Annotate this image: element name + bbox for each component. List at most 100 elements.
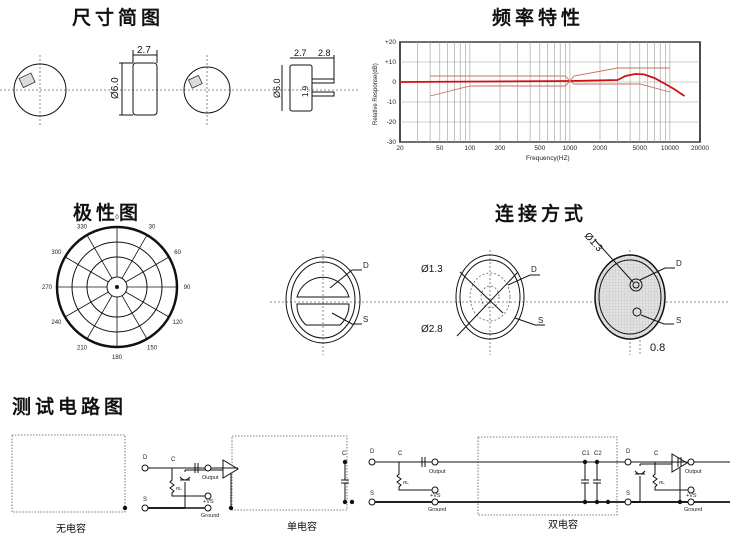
diameter-label: Ø6.0 [110,77,121,99]
polar-angle-label: 90 [184,285,191,291]
load-resistor [396,462,432,491]
polar-angle-label: 210 [77,346,88,352]
y-tick-label: -20 [387,119,397,126]
output-terminal[interactable] [431,458,439,466]
diameter-label-pin: Ø6.0 [272,78,282,98]
polar-angle-label: 150 [147,346,158,352]
d-label: D [531,265,537,274]
output-terminal[interactable] [204,464,212,472]
polar-angle-label: 330 [77,224,88,230]
polar-angle-label: 30 [149,224,156,230]
vs-terminal[interactable] [204,492,212,500]
polar-angle-label: 270 [42,285,53,291]
polar-angle-label: 60 [174,250,181,256]
thickness-label-pin: 2.7 [294,48,307,58]
s-label: S [143,497,147,503]
polar-spoke [64,291,109,318]
s-terminal[interactable] [141,504,149,512]
series-upper-limit [430,67,670,82]
polar-angle-label: 300 [51,250,62,256]
load-resistor [169,468,205,497]
polar-spoke [121,295,148,340]
rl-label: RL [176,486,182,491]
x-tick-label: 1000 [563,145,578,152]
ground-terminal[interactable] [687,498,695,506]
rl-label: RL [659,480,665,485]
frequency-title: 频率特性 [492,6,584,29]
polar-spoke [125,291,170,318]
fet-amplifier-icon [222,459,239,479]
x-tick-label: 20 [396,145,404,152]
mic-capsule-boundary [477,436,618,516]
x-tick-label: 2000 [593,145,608,152]
d-terminal[interactable] [624,458,632,466]
output-label: Output [202,475,219,481]
caption-no-capacitor: 无电容 [56,522,86,535]
capacitor-label: C [342,451,347,457]
dimension-drawings: Ø6.0 2.7 Ø6.0 2.7 2.8 1.9 [0,45,360,125]
x-tick-label: 200 [495,145,506,152]
pad-layout-pin [594,254,666,340]
vs-terminal[interactable] [687,486,695,494]
junction-dot [349,499,355,505]
load-resistor [652,462,688,491]
vs-label: +VS [686,493,697,499]
s-label: S [538,316,543,325]
s-terminal[interactable] [624,498,632,506]
microphone-element-icon [634,470,646,475]
d-terminal[interactable] [368,458,376,466]
polar-center [115,285,119,289]
s-pad [296,303,350,326]
pin-diameter-label: Ø1.3 [582,231,605,255]
polar-angle-label: 120 [173,320,184,326]
x-tick-label: 10000 [661,145,679,152]
y-axis-label: Relative Response(dB) [373,63,379,125]
d-pad [296,276,350,298]
pin-length-label: 2.8 [318,48,331,58]
dimensions-title: 尺寸简图 [72,6,164,29]
pad-layout-split [285,256,361,344]
s-terminal[interactable] [368,498,376,506]
x-tick-label: 20000 [691,145,709,152]
y-tick-label: 0 [392,79,396,86]
pin-offset-label: 0.8 [650,342,665,354]
polar-angle-label: 0 [115,215,119,221]
d-label: D [676,259,682,268]
output-terminal[interactable] [687,458,695,466]
capacitor-label: C2 [594,451,602,457]
thickness-label: 2.7 [137,45,151,56]
d-label: D [626,449,631,455]
x-tick-label: 50 [436,145,444,152]
polar-spoke [86,234,113,279]
polar-angle-label: 240 [51,320,62,326]
vs-label: +VS [203,499,214,505]
x-axis-label: Frequency(HZ) [526,155,570,162]
capacitor-label: C1 [582,451,590,457]
series-lower-limit [429,80,671,97]
ground-terminal[interactable] [431,498,439,506]
c-label: C [654,451,659,457]
d-label: D [143,455,148,461]
d-pin [629,278,643,292]
junction-dot [605,499,611,505]
y-tick-label: -30 [387,139,397,146]
d-label: D [370,449,375,455]
ground-terminal[interactable] [204,504,212,512]
vs-label: +VS [430,493,441,499]
connection-title: 连接方式 [495,202,587,225]
mic-side-view [132,62,158,116]
diameter-1-3-label: Ø1.3 [421,264,443,275]
vs-terminal[interactable] [431,486,439,494]
diameter-2-8-label: Ø2.8 [421,324,443,335]
d-terminal[interactable] [141,464,149,472]
pin-spacing-label: 1.9 [301,85,310,97]
polar-angle-label: 180 [112,355,123,361]
output-label: Output [429,469,446,475]
caption-dual-capacitor: 双电容 [548,518,578,531]
ground-label: Ground [201,513,219,519]
